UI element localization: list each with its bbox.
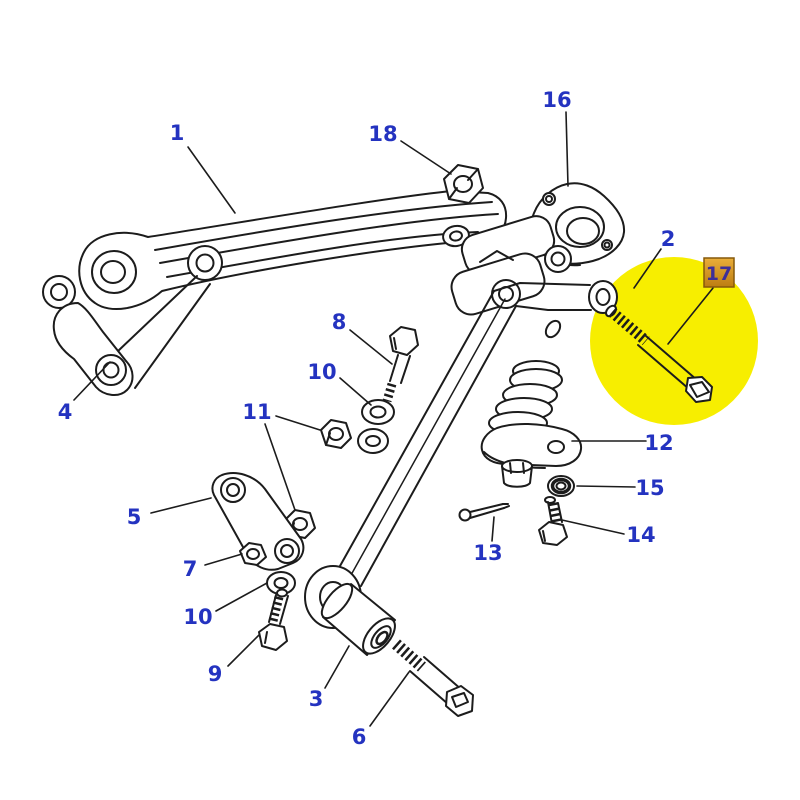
part-label-17: 17 [706,263,732,285]
leader-line [400,140,452,175]
highlight-circle [590,257,758,425]
leader-line [576,485,636,488]
part-5-support-plate [211,472,305,571]
part-12-ball-joint [480,360,583,488]
leader-line [491,516,495,542]
part-13-cotter-pin [458,503,510,522]
part-label-10b: 10 [183,605,212,629]
part-label-6: 6 [352,725,367,749]
leader-line [264,423,296,511]
highlighted-part-label-17: 17 [703,257,735,288]
leader-line [275,415,321,431]
part-7-nut [239,542,267,566]
leader-line [324,645,350,689]
part-14-bolt [538,496,568,546]
part-8-bolt [382,326,419,403]
leader-line [561,519,625,535]
part-18-nut [443,164,484,204]
part-label-9: 9 [208,662,223,686]
part-label-10a: 10 [307,360,336,384]
part-labels: 1 18 16 2 4 8 10 11 5 7 10 9 3 6 12 15 1… [58,88,676,749]
part-label-14: 14 [626,523,655,547]
part-label-13: 13 [473,541,502,565]
knuckle-hub [450,215,572,316]
leader-line [187,146,236,214]
part-11-nut-a [320,419,352,449]
leader-line [369,671,410,727]
leader-line [215,582,268,612]
part-label-7: 7 [183,557,198,581]
leader-line [150,497,212,514]
part-label-1: 1 [170,121,185,145]
part-17-bolt [605,304,713,403]
part-label-15: 15 [635,476,664,500]
part-6-bolt [392,639,474,717]
leader-line [349,329,393,365]
part-4-bracket [52,275,211,396]
part-label-2: 2 [661,227,676,251]
leader-lines [73,111,714,727]
part-3-bushing [320,582,396,656]
part-label-3: 3 [309,687,324,711]
part-label-5: 5 [127,505,142,529]
part-15-washer [547,475,575,497]
leader-line [339,377,372,406]
part-label-4: 4 [58,400,73,424]
leader-line [227,634,260,667]
part-10-washer-a [357,399,395,454]
part-1-upper-arm [42,190,508,310]
leader-line [633,248,662,289]
leader-line [73,361,111,401]
leader-line [204,553,243,566]
part-label-12: 12 [644,431,673,455]
leader-line [565,111,569,187]
part-label-18: 18 [368,122,397,146]
part-9-bolt [258,588,289,651]
diagram-line-art [42,111,714,727]
leader-line [667,287,714,345]
part-label-8: 8 [332,310,347,334]
part-label-11: 11 [242,400,271,424]
part-label-16: 16 [542,88,571,112]
